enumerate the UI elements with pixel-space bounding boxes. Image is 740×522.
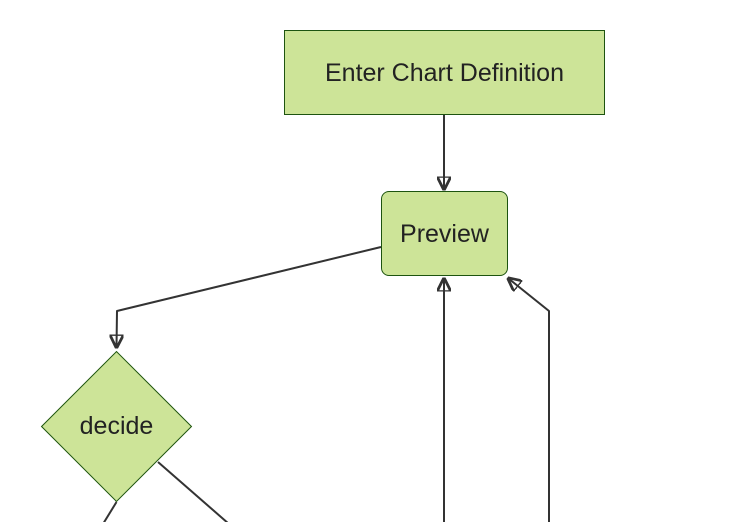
node-enter-chart-definition-label: Enter Chart Definition — [324, 58, 564, 87]
node-enter-chart-definition: Enter Chart Definition — [284, 30, 605, 115]
edge-return-to-preview-corner — [509, 279, 550, 522]
edge-decide-to-offscreen-left — [103, 501, 118, 522]
edge-preview-to-decide — [117, 246, 382, 347]
node-preview: Preview — [381, 191, 508, 276]
node-decide-label-text: decide — [79, 412, 154, 440]
node-decide-label: decide — [41, 351, 192, 502]
node-preview-label: Preview — [400, 219, 489, 248]
edge-decide-to-offscreen-right — [157, 461, 229, 522]
